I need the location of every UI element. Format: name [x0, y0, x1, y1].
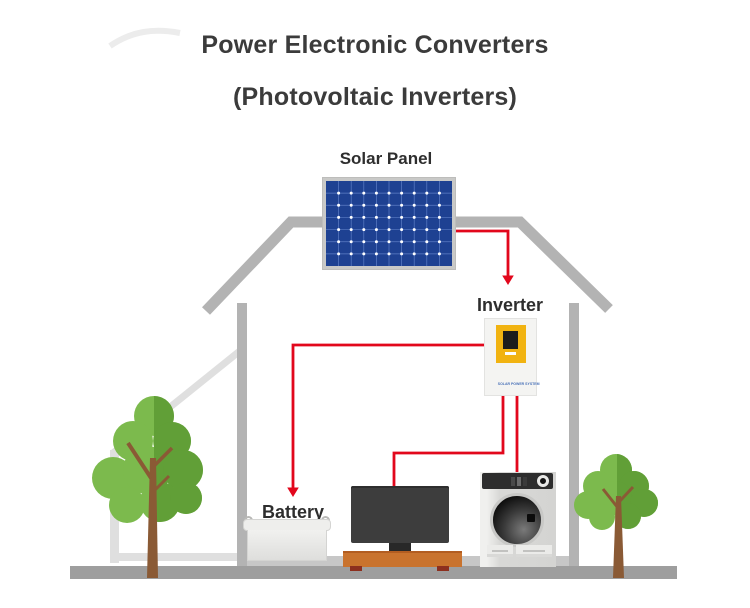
- tv: [343, 486, 462, 571]
- washer-display-bar: [523, 477, 527, 486]
- tree-right: [574, 454, 658, 578]
- arrow-to-inverter: [502, 275, 514, 285]
- wall-right: [569, 303, 579, 566]
- inverter-label: Inverter: [476, 295, 544, 315]
- wiring: [287, 229, 519, 497]
- cabinet-foot-left: [350, 566, 362, 571]
- tree-left-trunk: [126, 441, 174, 578]
- washer-door-handle: [527, 514, 535, 522]
- solar-panel-cells: [326, 181, 452, 266]
- tree-left: [92, 396, 203, 578]
- tv-cabinet: [343, 551, 462, 567]
- washer-display-bar: [511, 477, 515, 486]
- tv-stand: [389, 543, 411, 552]
- page-title: Power Electronic Converters: [201, 31, 549, 59]
- washer-dial: [537, 475, 549, 487]
- page-subtitle: (Photovoltaic Inverters): [232, 83, 518, 111]
- battery-body: [247, 530, 327, 561]
- inverter-front-text: SOLAR POWER SYSTEM: [497, 382, 540, 387]
- tv-screen: [351, 486, 449, 543]
- solar-panel: [322, 177, 456, 270]
- wire-inverter-to-tv: [392, 396, 505, 488]
- inverter: SOLAR POWER SYSTEM: [484, 318, 540, 396]
- washing-machine: [480, 472, 556, 567]
- decorative-swoosh: [108, 27, 181, 49]
- inverter-display-panel: [496, 325, 526, 363]
- tree-left-canopy-shade: [154, 396, 203, 522]
- ground: [70, 566, 677, 579]
- wire-panel-to-inverter: [455, 229, 510, 276]
- washer-display-bar: [517, 477, 521, 486]
- washer-drawer-left: [487, 545, 513, 557]
- wall-left: [237, 303, 247, 566]
- inverter-button-row: [505, 352, 516, 355]
- battery-label: Battery: [261, 502, 325, 522]
- inverter-lcd: [503, 331, 518, 349]
- solar-panel-label: Solar Panel: [339, 149, 433, 168]
- tree-right-trunk: [601, 485, 635, 578]
- wire-inverter-to-battery: [291, 343, 484, 488]
- battery: [241, 513, 333, 563]
- washer-door: [490, 493, 544, 547]
- cabinet-foot-right: [437, 566, 449, 571]
- washer-drawer-right: [516, 545, 552, 557]
- arrow-to-battery: [287, 487, 299, 497]
- washer-control-panel: [482, 473, 553, 489]
